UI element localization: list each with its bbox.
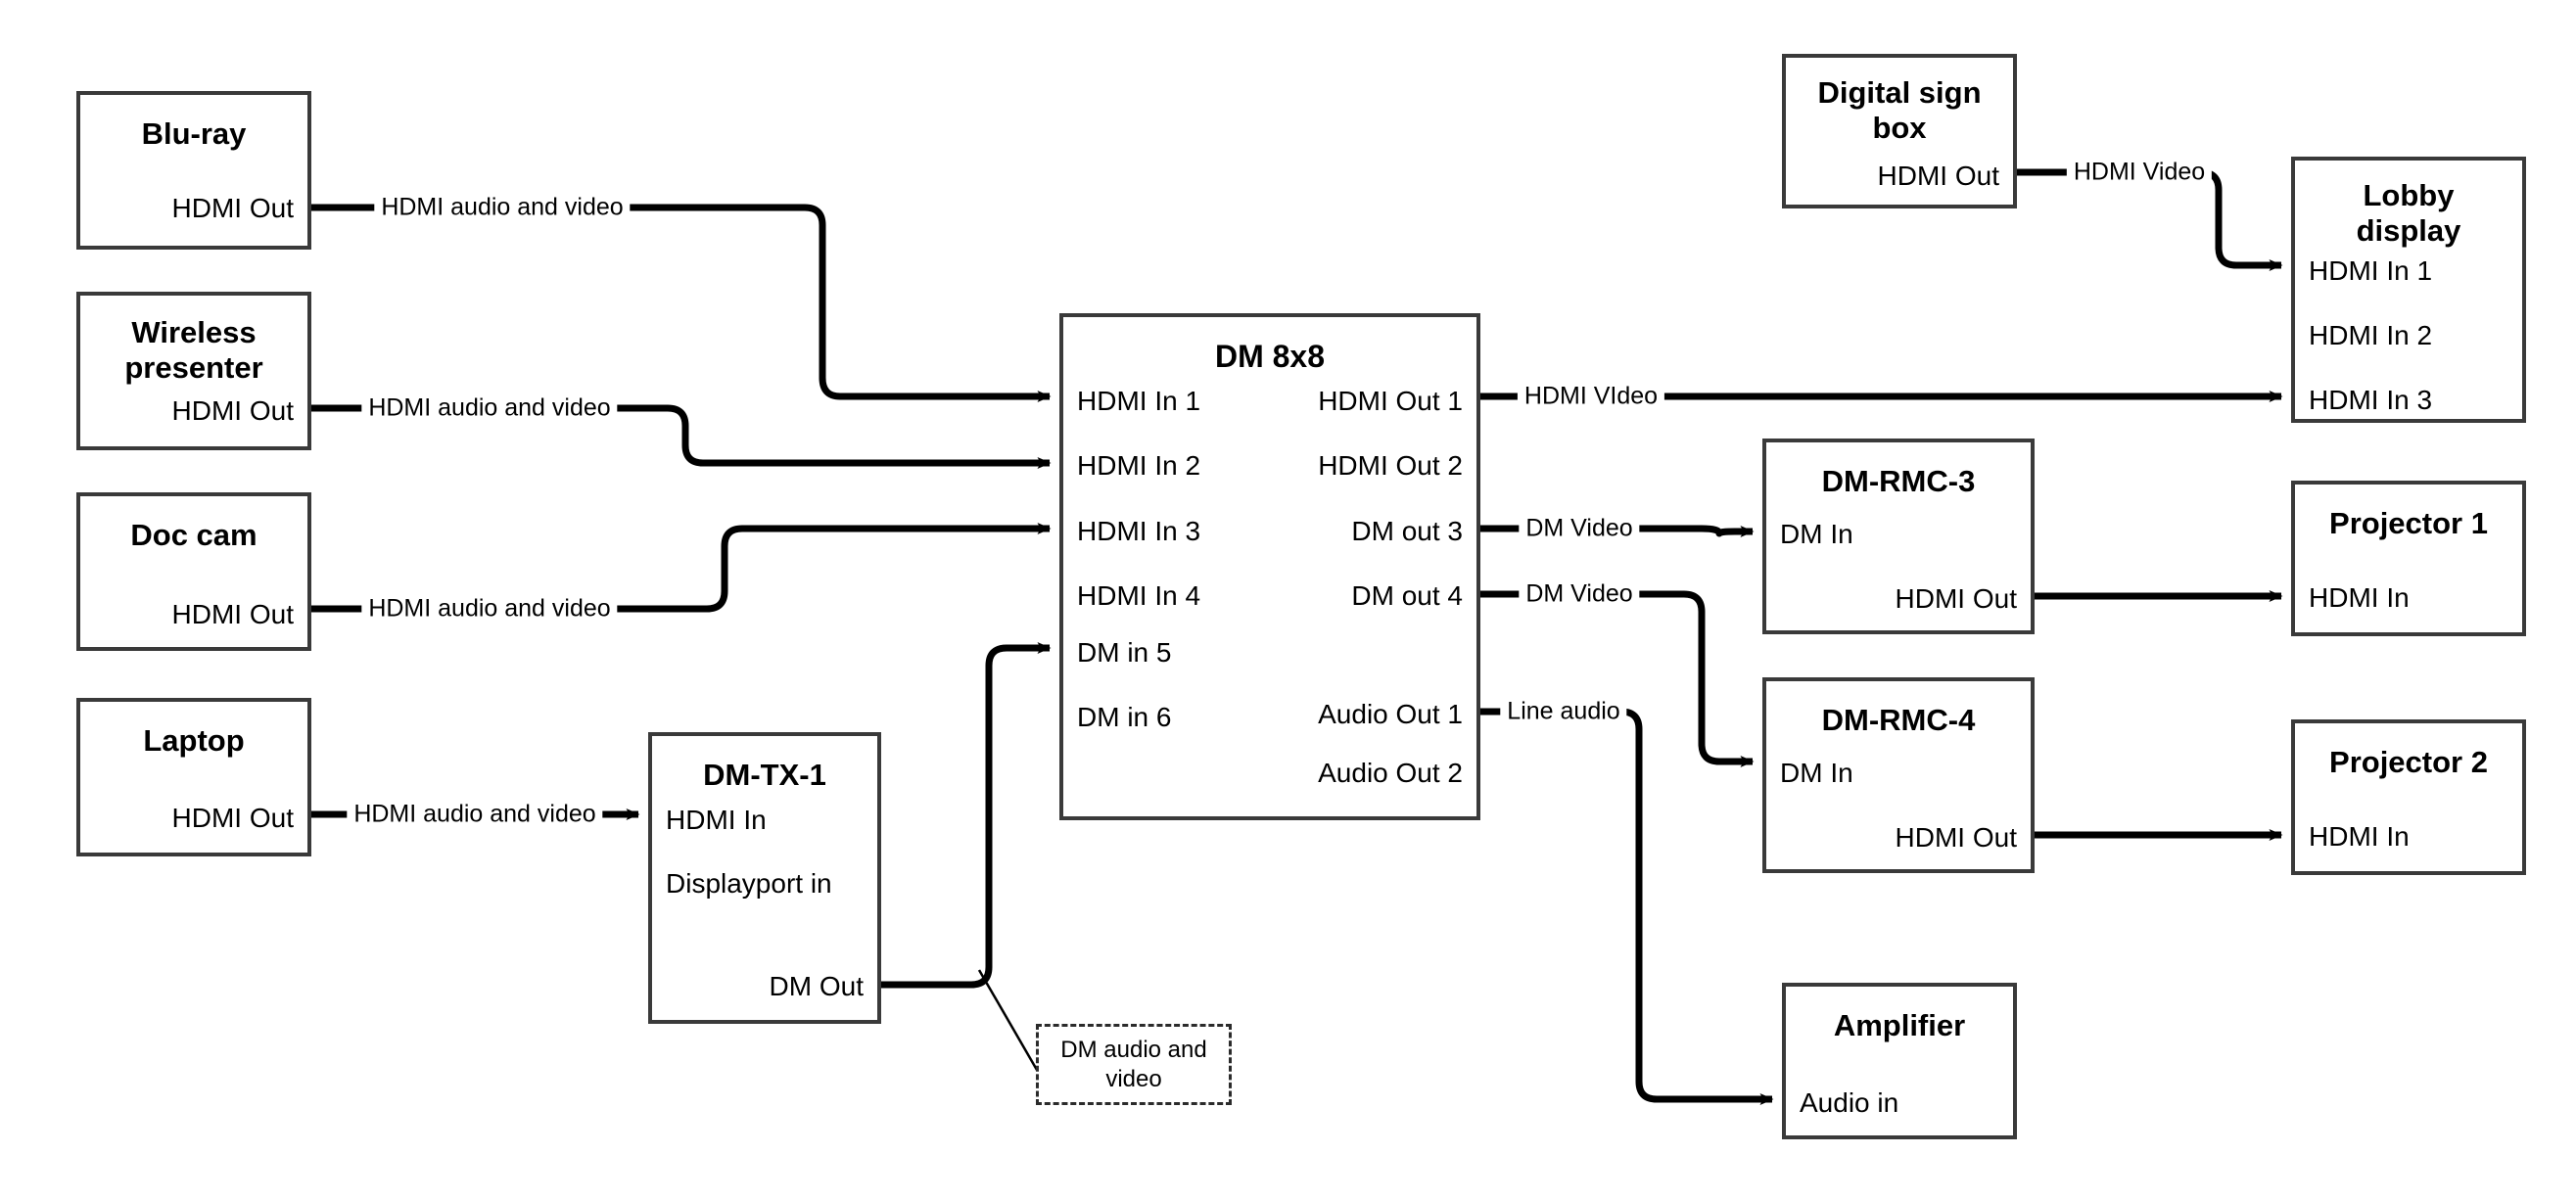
- node-projector-2[interactable]: Projector 2 HDMI In: [2291, 719, 2526, 875]
- node-doc-cam-port-hdmi-out: HDMI Out: [171, 599, 294, 629]
- node-amplifier-port-audio-in: Audio in: [1800, 1087, 1899, 1118]
- node-amplifier[interactable]: Amplifier Audio in: [1782, 983, 2017, 1139]
- node-bluray-title: Blu-ray: [141, 116, 247, 151]
- node-dm-tx-1-title: DM-TX-1: [703, 758, 826, 792]
- node-dm-tx-1-port-displayport-in: Displayport in: [666, 868, 832, 899]
- line-dm-out3-to-rmc3: [1480, 525, 1755, 537]
- node-bluray[interactable]: Blu-ray HDMI Out: [76, 91, 311, 250]
- node-laptop-port-hdmi-out: HDMI Out: [171, 803, 294, 833]
- node-projector-1-port-hdmi-in: HDMI In: [2309, 582, 2410, 613]
- edge-label-doccam-to-dm-in3: HDMI audio and video: [361, 594, 618, 624]
- node-projector-1[interactable]: Projector 1 HDMI In: [2291, 481, 2526, 636]
- line-wireless-to-dm-in2: [311, 404, 1052, 469]
- node-digital-sign-box-port-hdmi-out: HDMI Out: [1877, 161, 1999, 191]
- node-dm-8x8-output-audio-out-2: Audio Out 2: [1318, 758, 1463, 788]
- node-dm-rmc-3-title: DM-RMC-3: [1821, 464, 1976, 498]
- node-digital-sign-box[interactable]: Digital sign box HDMI Out: [1782, 54, 2017, 208]
- edge-label-bluray-to-dm-in1: HDMI audio and video: [374, 193, 631, 222]
- node-lobby-display[interactable]: Lobby display HDMI In 1 HDMI In 2 HDMI I…: [2291, 157, 2526, 423]
- node-lobby-display-port-hdmi-in-2: HDMI In 2: [2309, 320, 2433, 350]
- node-wireless-presenter-title: Wireless presenter: [124, 315, 263, 385]
- node-laptop-title: Laptop: [143, 723, 245, 758]
- node-amplifier-title: Amplifier: [1833, 1008, 1966, 1042]
- node-dm-tx-1-port-dm-out: DM Out: [769, 971, 864, 1001]
- node-dm-tx-1-port-hdmi-in: HDMI In: [666, 805, 767, 835]
- node-dm-8x8-output-hdmi-out-1: HDMI Out 1: [1318, 386, 1463, 416]
- node-lobby-display-port-hdmi-in-3: HDMI In 3: [2309, 385, 2433, 415]
- node-dm-tx-1[interactable]: DM-TX-1 HDMI In Displayport in DM Out: [648, 732, 881, 1024]
- node-dm-rmc-4-port-dm-in: DM In: [1780, 758, 1853, 788]
- leader-to-dm-note: [977, 969, 1043, 1078]
- line-dm-audioout1-to-amplifier: [1480, 708, 1774, 1105]
- node-projector-2-title: Projector 2: [2329, 745, 2488, 779]
- edge-label-dm-out3-to-rmc3: DM Video: [1519, 514, 1640, 543]
- line-dmtx1-to-dm-in5: [881, 642, 1052, 989]
- edge-label-sign-to-lobby: HDMI Video: [2066, 158, 2213, 187]
- node-dm-rmc-4-title: DM-RMC-4: [1821, 703, 1976, 737]
- node-dm-rmc-3-port-dm-in: DM In: [1780, 519, 1853, 549]
- node-dm-rmc-4-port-hdmi-out: HDMI Out: [1895, 822, 2017, 853]
- node-bluray-port-hdmi-out: HDMI Out: [171, 193, 294, 223]
- annotation-dm-audio-and-video: DM audio and video: [1036, 1024, 1232, 1105]
- node-laptop[interactable]: Laptop HDMI Out: [76, 698, 311, 856]
- node-projector-2-port-hdmi-in: HDMI In: [2309, 821, 2410, 852]
- node-dm-8x8[interactable]: DM 8x8 HDMI In 1 HDMI In 2 HDMI In 3 HDM…: [1059, 313, 1480, 820]
- node-projector-1-title: Projector 1: [2329, 506, 2488, 540]
- node-dm-8x8-input-hdmi-in-3: HDMI In 3: [1077, 516, 1201, 546]
- node-digital-sign-box-title: Digital sign box: [1817, 75, 1982, 145]
- edge-label-dm-out4-to-rmc4: DM Video: [1519, 579, 1640, 609]
- node-doc-cam[interactable]: Doc cam HDMI Out: [76, 492, 311, 651]
- node-wireless-presenter-port-hdmi-out: HDMI Out: [171, 395, 294, 426]
- node-wireless-presenter[interactable]: Wireless presenter HDMI Out: [76, 292, 311, 450]
- node-dm-8x8-input-hdmi-in-2: HDMI In 2: [1077, 450, 1201, 481]
- node-dm-rmc-3[interactable]: DM-RMC-3 DM In HDMI Out: [1762, 439, 2035, 634]
- annotation-dm-audio-and-video-text: DM audio and video: [1060, 1037, 1207, 1092]
- node-dm-8x8-input-hdmi-in-1: HDMI In 1: [1077, 386, 1201, 416]
- line-doccam-to-dm-in3: [311, 523, 1052, 613]
- node-dm-8x8-input-dm-in-5: DM in 5: [1077, 637, 1172, 668]
- node-lobby-display-title: Lobby display: [2356, 178, 2461, 248]
- node-dm-8x8-output-dm-out-3: DM out 3: [1351, 516, 1463, 546]
- line-bluray-to-dm-in1: [311, 204, 1052, 402]
- edge-label-laptop-to-dmtx1: HDMI audio and video: [347, 800, 603, 829]
- node-doc-cam-title: Doc cam: [130, 518, 258, 552]
- edge-label-dm-hdmiout1-to-lobby: HDMI VIdeo: [1517, 382, 1665, 411]
- edge-label-wireless-to-dm-in2: HDMI audio and video: [361, 393, 618, 423]
- node-dm-8x8-title: DM 8x8: [1214, 339, 1326, 374]
- node-dm-8x8-output-hdmi-out-2: HDMI Out 2: [1318, 450, 1463, 481]
- node-dm-8x8-input-dm-in-6: DM in 6: [1077, 702, 1172, 732]
- edge-label-dm-audioout1-to-amplifier: Line audio: [1500, 697, 1627, 726]
- node-lobby-display-port-hdmi-in-1: HDMI In 1: [2309, 255, 2433, 286]
- node-dm-8x8-output-dm-out-4: DM out 4: [1351, 580, 1463, 611]
- node-dm-8x8-input-hdmi-in-4: HDMI In 4: [1077, 580, 1201, 611]
- node-dm-rmc-4[interactable]: DM-RMC-4 DM In HDMI Out: [1762, 677, 2035, 873]
- node-dm-rmc-3-port-hdmi-out: HDMI Out: [1895, 583, 2017, 614]
- line-dm-out4-to-rmc4: [1480, 590, 1755, 767]
- node-dm-8x8-output-audio-out-1: Audio Out 1: [1318, 699, 1463, 729]
